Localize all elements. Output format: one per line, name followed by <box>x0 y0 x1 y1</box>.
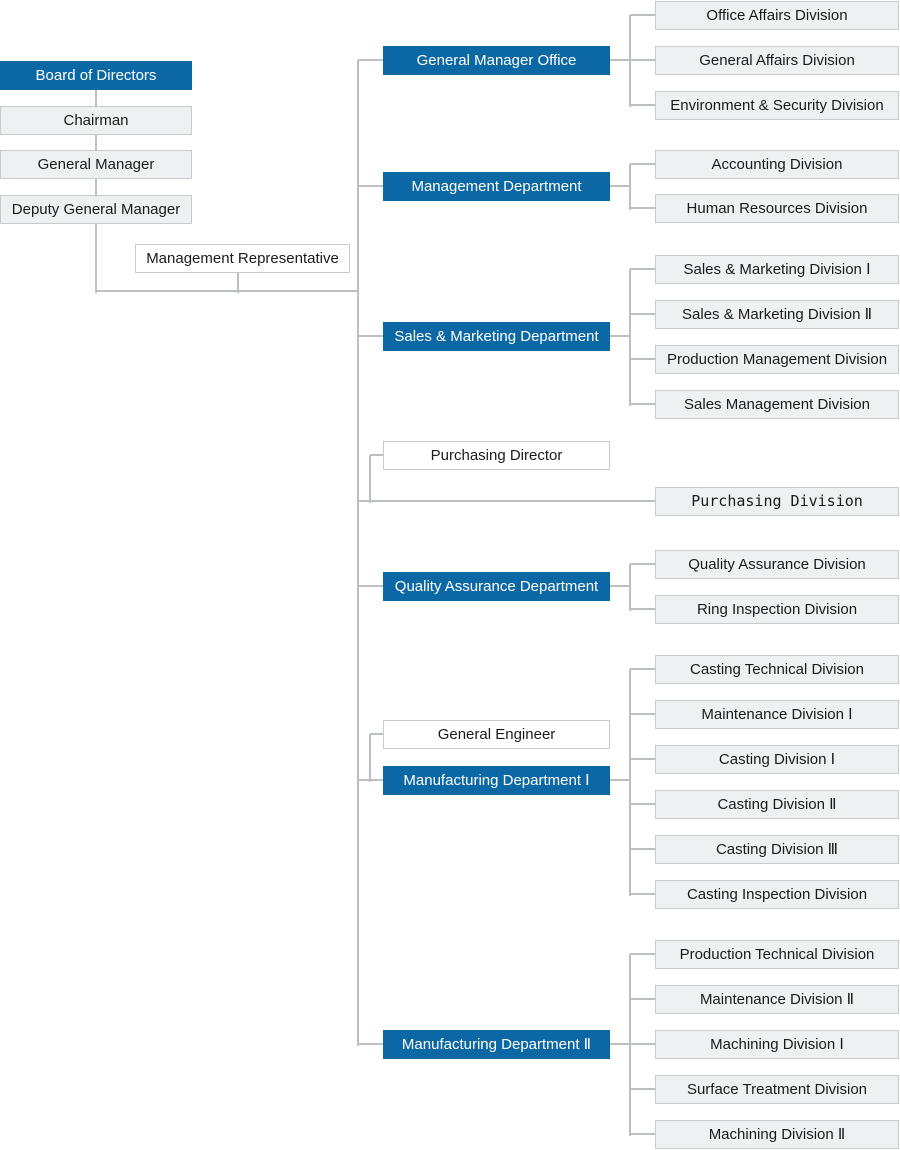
connector-line <box>629 954 631 1136</box>
box-casting-division: Casting Division Ⅱ <box>655 790 899 819</box>
box-5-general-engineer: General Engineer <box>383 720 610 749</box>
connector-line <box>358 335 383 337</box>
connector-line <box>95 224 97 293</box>
box-chairman: Chairman <box>0 106 192 135</box>
connector-line <box>630 59 655 61</box>
connector-line <box>370 454 383 456</box>
box-purchasing-division: Purchasing Division <box>655 487 899 516</box>
connector-line <box>95 179 97 196</box>
box-ring-inspection-division: Ring Inspection Division <box>655 595 899 624</box>
connector-line <box>95 90 97 107</box>
connector-line <box>630 104 655 106</box>
connector-line <box>610 59 630 61</box>
box-accounting-division: Accounting Division <box>655 150 899 179</box>
connector-line <box>630 953 655 955</box>
connector-line <box>630 713 655 715</box>
connector-line <box>629 669 631 896</box>
connector-line <box>630 668 655 670</box>
box-machining-division: Machining Division Ⅰ <box>655 1030 899 1059</box>
connector-line <box>358 185 383 187</box>
box-sales-marketing-division: Sales & Marketing Division Ⅰ <box>655 255 899 284</box>
box-casting-inspection-division: Casting Inspection Division <box>655 880 899 909</box>
connector-line <box>358 585 383 587</box>
connector-line <box>629 564 631 611</box>
connector-line <box>630 358 655 360</box>
box-maintenance-division: Maintenance Division Ⅱ <box>655 985 899 1014</box>
connector-line <box>630 403 655 405</box>
box-human-resources-division: Human Resources Division <box>655 194 899 223</box>
connector-line <box>630 268 655 270</box>
connector-line <box>629 15 631 107</box>
connector-line <box>630 1088 655 1090</box>
connector-line <box>357 60 359 1046</box>
box-production-technical-division: Production Technical Division <box>655 940 899 969</box>
connector-line <box>369 455 371 503</box>
connector-line <box>610 335 630 337</box>
box-2-sales-marketing-department: Sales & Marketing Department <box>383 322 610 351</box>
box-casting-technical-division: Casting Technical Division <box>655 655 899 684</box>
connector-line <box>358 500 655 502</box>
connector-line <box>630 1133 655 1135</box>
box-0-general-manager-office: General Manager Office <box>383 46 610 75</box>
connector-line <box>96 290 358 292</box>
box-board-of-directors: Board of Directors <box>0 61 192 90</box>
connector-line <box>630 848 655 850</box>
box-management-representative: Management Representative <box>135 244 350 273</box>
connector-line <box>630 207 655 209</box>
connector-line <box>629 164 631 210</box>
box-sales-management-division: Sales Management Division <box>655 390 899 419</box>
box-casting-division: Casting Division Ⅲ <box>655 835 899 864</box>
connector-line <box>630 758 655 760</box>
connector-line <box>95 135 97 151</box>
box-6-manufacturing-department: Manufacturing Department Ⅰ <box>383 766 610 795</box>
box-general-manager: General Manager <box>0 150 192 179</box>
connector-line <box>369 734 371 782</box>
connector-line <box>630 998 655 1000</box>
connector-line <box>630 1043 655 1045</box>
box-deputy-general-manager: Deputy General Manager <box>0 195 192 224</box>
box-general-affairs-division: General Affairs Division <box>655 46 899 75</box>
connector-line <box>630 163 655 165</box>
box-7-manufacturing-department: Manufacturing Department Ⅱ <box>383 1030 610 1059</box>
box-machining-division: Machining Division Ⅱ <box>655 1120 899 1149</box>
connector-line <box>630 608 655 610</box>
connector-line <box>630 313 655 315</box>
connector-line <box>358 59 383 61</box>
box-1-management-department: Management Department <box>383 172 610 201</box>
connector-line <box>630 803 655 805</box>
connector-line <box>358 1043 383 1045</box>
connector-line <box>629 269 631 406</box>
connector-line <box>610 585 630 587</box>
connector-line <box>610 1043 630 1045</box>
connector-line <box>237 273 239 293</box>
connector-line <box>630 893 655 895</box>
box-environment-security-division: Environment & Security Division <box>655 91 899 120</box>
connector-line <box>358 779 383 781</box>
box-casting-division: Casting Division Ⅰ <box>655 745 899 774</box>
box-surface-treatment-division: Surface Treatment Division <box>655 1075 899 1104</box>
connector-line <box>610 779 630 781</box>
box-office-affairs-division: Office Affairs Division <box>655 1 899 30</box>
box-4-quality-assurance-department: Quality Assurance Department <box>383 572 610 601</box>
box-quality-assurance-division: Quality Assurance Division <box>655 550 899 579</box>
connector-line <box>370 733 383 735</box>
connector-line <box>630 14 655 16</box>
box-production-management-division: Production Management Division <box>655 345 899 374</box>
connector-line <box>610 185 630 187</box>
box-maintenance-division: Maintenance Division Ⅰ <box>655 700 899 729</box>
connector-line <box>630 563 655 565</box>
box-3-purchasing-director: Purchasing Director <box>383 441 610 470</box>
box-sales-marketing-division: Sales & Marketing Division Ⅱ <box>655 300 899 329</box>
